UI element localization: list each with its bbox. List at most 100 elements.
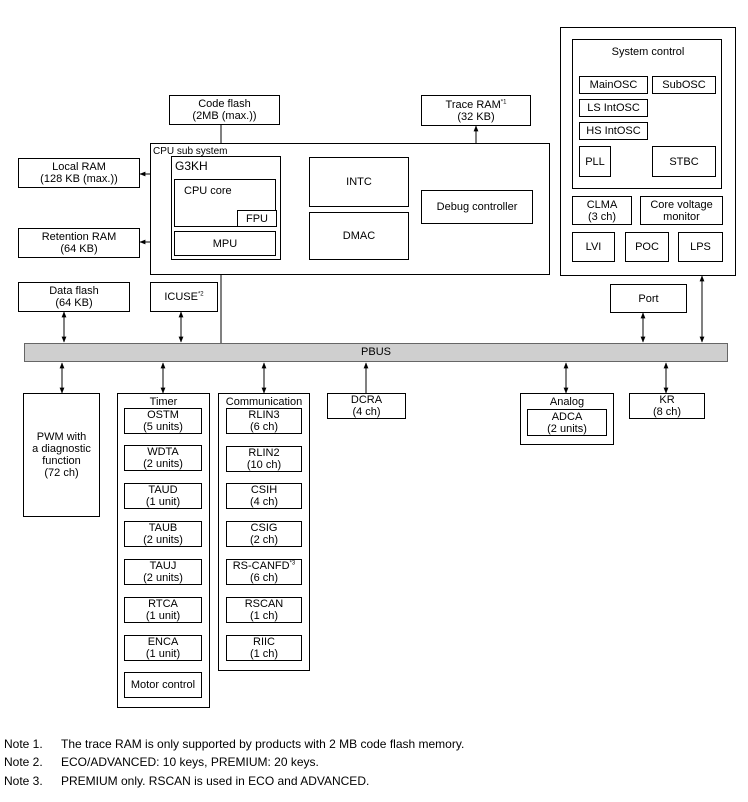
dmac-label: DMAC: [342, 230, 376, 242]
dcra-label: DCRA: [350, 394, 383, 406]
note-text: The trace RAM is only supported by produ…: [61, 737, 465, 751]
code-flash-label: Code flash: [198, 98, 251, 110]
note-text: ECO/ADVANCED: 10 keys, PREMIUM: 20 keys.: [61, 755, 319, 769]
comm-item-name: RLIN3: [248, 409, 280, 421]
note-label: Note 3.: [4, 774, 43, 788]
timer-item-name: ENCA: [147, 636, 179, 648]
note-label: Note 1.: [4, 737, 43, 751]
timer-item-name: OSTM: [147, 409, 179, 421]
icuse-note-marker: *2: [197, 291, 204, 298]
intc-block: INTC: [309, 157, 409, 207]
kr-block: KR (8 ch): [629, 393, 705, 419]
motor-control-label: Motor control: [130, 679, 196, 691]
hs-intosc-block: HS IntOSC: [579, 122, 648, 140]
timer-item-name: WDTA: [147, 446, 179, 458]
trace-ram-note-marker: *1: [500, 98, 507, 105]
retention-ram-size: (64 KB): [60, 243, 98, 255]
pwm-line1: PWM with: [36, 431, 87, 443]
comm-item-rs-canfd: RS-CANFD*3 (6 ch): [226, 559, 302, 585]
comm-item-channels: (6 ch): [249, 421, 279, 433]
communication-title: Communication: [225, 396, 303, 408]
rs-canfd-note-marker: *3: [289, 560, 296, 567]
comm-item-name: CSIH: [250, 484, 278, 496]
data-flash-size: (64 KB): [55, 297, 93, 309]
timer-item-taub: TAUB (2 units): [124, 521, 202, 547]
timer-item-name: TAUJ: [149, 560, 177, 572]
comm-item-name: RS-CANFD: [232, 560, 290, 572]
note-1: Note 1. The trace RAM is only supported b…: [4, 737, 464, 751]
comm-item-channels: (10 ch): [246, 459, 282, 471]
subosc-block: SubOSC: [652, 76, 716, 94]
communication-group: Communication RLIN3 (6 ch) RLIN2 (10 ch)…: [218, 393, 310, 671]
comm-item-rlin3: RLIN3 (6 ch): [226, 408, 302, 434]
poc-block: POC: [625, 232, 669, 262]
data-flash-label: Data flash: [49, 285, 99, 297]
system-control-title: System control: [611, 46, 685, 58]
pwm-line2: a diagnostic: [32, 443, 91, 455]
comm-item-csih: CSIH (4 ch): [226, 483, 302, 509]
timer-item-units: (2 units): [143, 458, 183, 470]
mpu-block: MPU: [174, 231, 276, 256]
comm-item-name: RSCAN: [244, 598, 284, 610]
trace-ram-size: (32 KB): [457, 110, 495, 123]
analog-title: Analog: [549, 396, 585, 408]
trace-ram-title: Trace RAM: [445, 98, 501, 111]
pbus-bar: PBUS: [24, 343, 728, 362]
timer-item-units: (2 units): [143, 534, 183, 546]
timer-item-units: (1 unit): [145, 610, 181, 622]
icuse-title: ICUSE: [164, 291, 198, 303]
comm-item-name: CSIG: [250, 522, 278, 534]
icuse-block: ICUSE*2: [150, 282, 218, 312]
timer-item-name: RTCA: [148, 598, 178, 610]
timer-item-rtca: RTCA (1 unit): [124, 597, 202, 623]
core-voltage-monitor-line1: Core voltage: [650, 198, 713, 211]
pwm-line3: function: [42, 455, 81, 467]
port-label: Port: [638, 292, 659, 305]
comm-item-channels: (6 ch): [249, 572, 279, 584]
mainosc-block: MainOSC: [579, 76, 648, 94]
code-flash-size: (2MB (max.)): [192, 110, 257, 122]
note-label: Note 2.: [4, 755, 43, 769]
poc-label: POC: [635, 241, 659, 253]
retention-ram-label: Retention RAM: [41, 231, 117, 243]
lvi-block: LVI: [572, 232, 615, 262]
local-ram-label: Local RAM: [52, 161, 106, 173]
mainosc-label: MainOSC: [589, 79, 638, 91]
comm-item-rlin2: RLIN2 (10 ch): [226, 446, 302, 472]
comm-item-channels: (1 ch): [249, 648, 279, 660]
adca-label: ADCA: [551, 410, 583, 423]
lps-block: LPS: [678, 232, 723, 262]
fpu-block: FPU: [237, 210, 277, 227]
cpu-subsystem-title: CPU sub system: [153, 146, 228, 157]
timer-item-tauj: TAUJ (2 units): [124, 559, 202, 585]
ls-intosc-block: LS IntOSC: [579, 99, 648, 117]
motor-control-block: Motor control: [124, 672, 202, 698]
dcra-block: DCRA (4 ch): [327, 393, 406, 419]
note-3: Note 3.PREMIUM only. RSCAN is used in EC…: [4, 774, 369, 788]
cpu-core-block: CPU core FPU: [174, 179, 277, 227]
timer-item-units: (5 units): [143, 421, 183, 433]
debug-controller-block: Debug controller: [421, 190, 533, 224]
ls-intosc-label: LS IntOSC: [587, 102, 640, 114]
stbc-block: STBC: [652, 146, 716, 177]
data-flash-block: Data flash (64 KB): [18, 282, 130, 312]
timer-item-units: (1 unit): [145, 648, 181, 660]
timer-item-name: TAUD: [148, 484, 178, 496]
cpu-subsystem: CPU sub system G3KH CPU core FPU MPU INT…: [150, 143, 550, 275]
comm-item-name: RIIC: [253, 636, 275, 648]
g3kh-block: G3KH CPU core FPU MPU: [171, 156, 281, 260]
core-voltage-monitor-block: Core voltage monitor: [640, 196, 723, 225]
timer-item-units: (1 unit): [145, 496, 181, 508]
timer-item-name: TAUB: [148, 522, 178, 534]
core-voltage-monitor-line2: monitor: [663, 210, 700, 223]
kr-label: KR: [659, 394, 675, 406]
g3kh-title: G3KH: [175, 159, 208, 173]
system-control-outer: System control MainOSC SubOSC LS IntOSC …: [560, 27, 736, 276]
pwm-line4: (72 ch): [44, 467, 79, 479]
pll-label: PLL: [585, 155, 605, 168]
subosc-label: SubOSC: [662, 79, 706, 91]
code-flash-block: Code flash (2MB (max.)): [169, 95, 280, 125]
fpu-label: FPU: [246, 212, 268, 225]
cpu-core-label: CPU core: [184, 185, 232, 197]
note-2: Note 2. ECO/ADVANCED: 10 keys, PREMIUM: 2…: [4, 755, 319, 769]
